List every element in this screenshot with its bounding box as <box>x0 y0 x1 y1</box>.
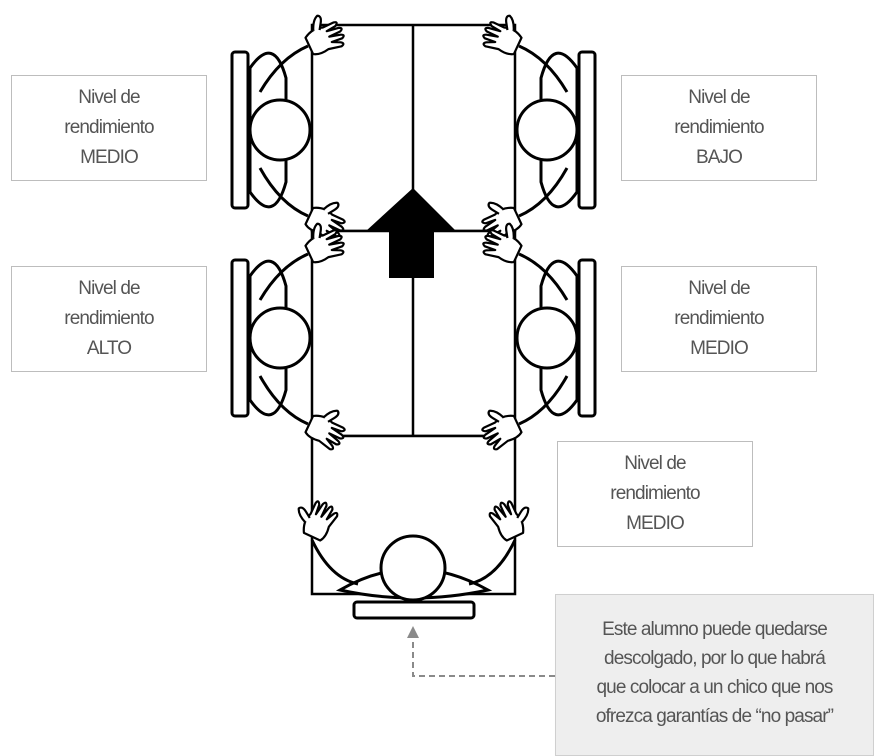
label-top-right: Nivel de rendimiento BAJO <box>621 75 817 181</box>
student-mid-right <box>473 215 597 454</box>
label-mid-right: Nivel de rendimiento MEDIO <box>621 266 817 372</box>
label-top-left: Nivel de rendimiento MEDIO <box>11 75 207 181</box>
student-top-right <box>473 7 597 246</box>
note-callout: Este alumno puede quedarse descolgado, p… <box>555 594 874 756</box>
dashed-pointer-arrow <box>407 626 555 677</box>
label-mid-left: Nivel de rendimiento ALTO <box>11 266 207 372</box>
student-top-left <box>230 7 354 246</box>
direction-arrow <box>366 188 456 278</box>
label-bottom-right: Nivel de rendimiento MEDIO <box>557 441 753 547</box>
student-mid-left <box>230 215 354 454</box>
student-bottom <box>289 492 538 620</box>
